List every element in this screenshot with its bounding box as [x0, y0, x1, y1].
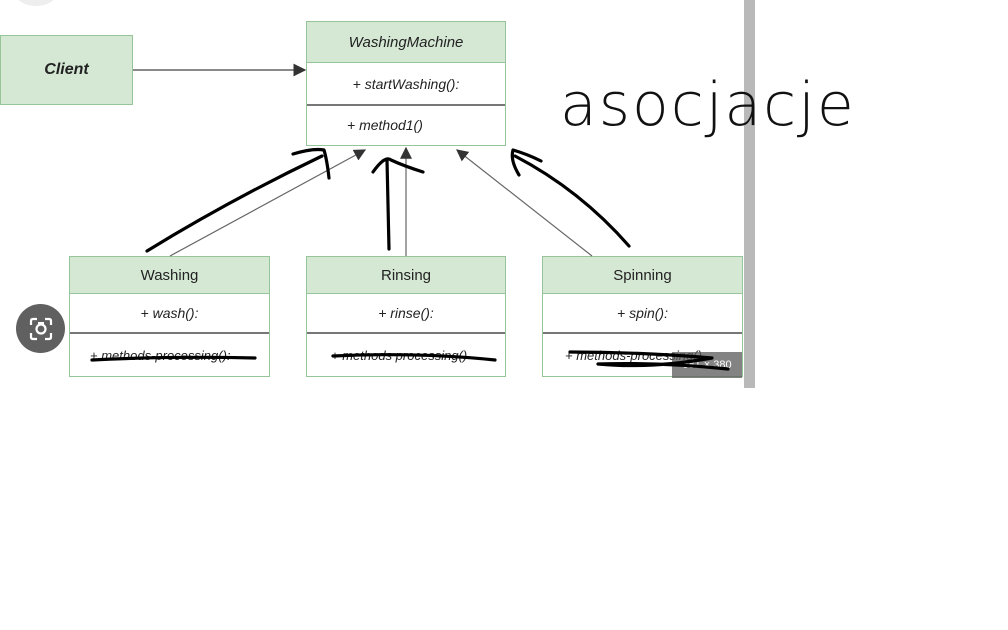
strike-rinsing: [331, 353, 497, 362]
client-class: Client: [0, 35, 133, 105]
handwritten-note: asocjacje: [560, 70, 856, 140]
spinning-class-header: Spinning: [543, 257, 742, 294]
rinsing-class-header: Rinsing: [307, 257, 505, 294]
washing-machine-separator: [307, 104, 505, 106]
spinning-operation-spin: + spin():: [617, 305, 668, 321]
client-class-name: Client: [44, 61, 89, 78]
camera-lens-icon[interactable]: [16, 304, 65, 353]
hand-arrow-right: [510, 148, 631, 248]
hand-arrow-left: [145, 147, 331, 253]
hand-arrow-middle: [371, 157, 425, 251]
spinning-separator: [543, 332, 742, 334]
washing-separator: [70, 332, 269, 334]
washing-machine-class: WashingMachine + startWashing(): + metho…: [306, 21, 506, 146]
partial-circle-top: [16, 0, 56, 6]
washing-class-header: Washing: [70, 257, 269, 294]
spinning-class-name: Spinning: [613, 266, 672, 284]
image-edge-bar: [744, 0, 755, 388]
spinning-to-machine-arrow: [456, 149, 593, 257]
handwritten-note-text: asocjacje: [560, 70, 856, 140]
washing-to-machine-arrow: [169, 149, 367, 257]
rinsing-class-name: Rinsing: [380, 266, 432, 284]
washing-machine-operation-start: + startWashing():: [352, 75, 460, 92]
washing-machine-class-header: WashingMachine: [307, 22, 505, 63]
washing-machine-operation-method1: + method1(): [347, 117, 423, 133]
washing-machine-operations-bottom: + method1(): [307, 106, 505, 144]
washing-operations: + wash():: [70, 294, 269, 332]
spinning-operations: + spin():: [543, 294, 742, 332]
rinsing-separator: [307, 332, 505, 334]
rinsing-operation-rinse: + rinse():: [378, 305, 434, 321]
rinsing-operations: + rinse():: [307, 294, 505, 332]
washing-operation-wash: + wash():: [140, 305, 199, 321]
strike-washing: [90, 355, 257, 362]
camera-lens-glyph: [29, 317, 52, 340]
washing-machine-operations-top: + startWashing():: [307, 63, 505, 104]
washing-class-name: Washing: [140, 266, 199, 284]
strike-spinning: [568, 350, 730, 371]
washing-machine-class-name: WashingMachine: [348, 33, 464, 51]
